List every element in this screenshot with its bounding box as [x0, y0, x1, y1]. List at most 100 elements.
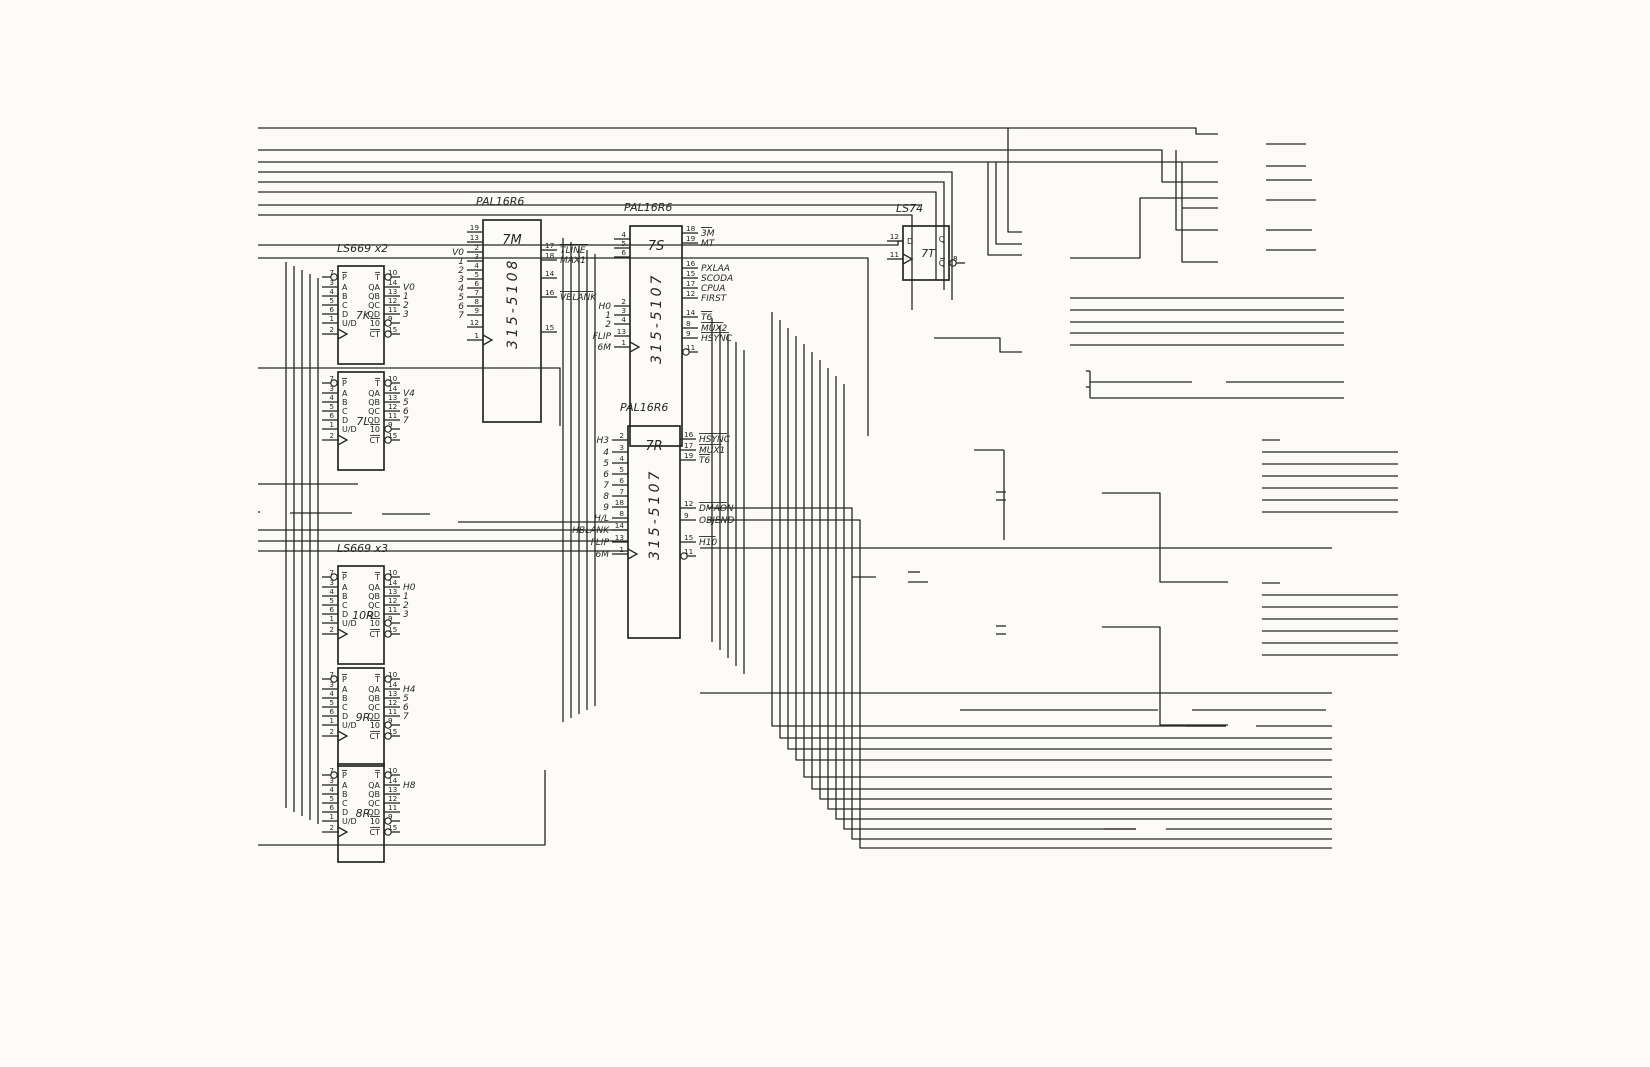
pin-number: 13: [617, 327, 627, 336]
pin-number: 15: [545, 323, 554, 332]
pin-inner: B: [342, 398, 348, 407]
pin-number: 6: [619, 476, 624, 485]
pin-net: H/L: [594, 514, 609, 524]
pin-net: SCODA: [701, 274, 733, 284]
pin-number: 4: [621, 315, 626, 324]
pin-number: 9: [474, 306, 479, 315]
chip-7L: [330, 371, 392, 471]
pin-number: 2: [621, 297, 626, 306]
pin-number: 6: [329, 605, 334, 614]
pin-inner: D: [342, 808, 348, 817]
chip-7K: [330, 265, 392, 365]
pin-number: 5: [621, 239, 626, 248]
pin-inner: P: [342, 675, 347, 684]
pin-inner: CT: [370, 828, 381, 837]
pin-number: 14: [686, 308, 696, 317]
pin-number: 1: [329, 420, 334, 429]
pin-number: 9: [388, 812, 393, 821]
pin-inner: D: [342, 712, 348, 721]
pin-net: FIRST: [701, 294, 728, 304]
pin-number: 10: [388, 374, 398, 383]
pin-number: 5: [329, 296, 334, 305]
pin-inner: A: [342, 283, 348, 292]
pin-net: CPUA: [701, 284, 725, 294]
pin-number: 1: [619, 545, 624, 554]
pin-number: 18: [615, 498, 625, 507]
pin-number: 3: [329, 278, 334, 287]
pin-inner: QD: [368, 416, 380, 425]
pin-number: 2: [329, 431, 334, 440]
chip-7T: [902, 225, 957, 281]
pin-number: 12: [470, 318, 479, 327]
pin-inner: QD: [368, 712, 380, 721]
pin-number: 6: [329, 707, 334, 716]
pin-number: 11: [388, 411, 397, 420]
pin-inner: QA: [368, 283, 380, 292]
pin-number: 10: [388, 268, 398, 277]
pin-inner: B: [342, 790, 348, 799]
pin-number: 14: [388, 776, 398, 785]
pin-net: 7: [458, 311, 464, 321]
pin-number: 11: [388, 305, 397, 314]
pin-net: 2: [458, 266, 464, 276]
wire: [1070, 197, 1218, 259]
wire: [1007, 128, 1022, 233]
pin-inner: QB: [368, 398, 380, 407]
pin-net: 8: [603, 492, 609, 502]
pin-number: 2: [329, 625, 334, 634]
wire: [708, 507, 1332, 840]
pin-net: V0: [403, 283, 415, 293]
pin-number: 11: [388, 707, 397, 716]
pin-inner: QC: [368, 799, 380, 808]
pin-number: 15: [388, 625, 397, 634]
pin-net: 5: [458, 293, 464, 303]
pin-number: 14: [388, 384, 398, 393]
pin-number: 8: [474, 297, 479, 306]
pin-net: 2: [403, 301, 409, 311]
wire: [258, 191, 937, 280]
chip-family: PAL16R6: [624, 201, 672, 214]
wire: [258, 149, 1218, 183]
pin-number: 11: [388, 605, 397, 614]
pin-inner: QB: [368, 694, 380, 703]
pin-inner: A: [342, 781, 348, 790]
wire: [258, 770, 546, 846]
pin-number: 18: [686, 224, 696, 233]
pin-inner: QC: [368, 301, 380, 310]
pin-inner: A: [342, 389, 348, 398]
wire: [258, 214, 913, 310]
pin-number: 10: [388, 670, 398, 679]
pin-number: 9: [388, 614, 393, 623]
wire: [779, 320, 1332, 739]
pin-inner: B: [342, 694, 348, 703]
wire: [1102, 492, 1228, 583]
pin-net: 5: [403, 398, 409, 408]
pin-number: 3: [329, 578, 334, 587]
pin-inner: T: [374, 273, 380, 282]
wire: [819, 360, 1332, 800]
pin-number: 6: [329, 803, 334, 812]
pin-net: MUX1: [699, 446, 725, 456]
pin-net: H8: [403, 781, 416, 791]
pin-net: 7: [403, 712, 409, 722]
pin-net: V0: [452, 248, 464, 258]
pin-inner: CT: [370, 732, 381, 741]
pin-number: 13: [388, 287, 398, 296]
pin-number: 3: [329, 384, 334, 393]
wire: [811, 352, 1332, 790]
pin-number: 16: [545, 288, 555, 297]
pin-inner: QD: [368, 808, 380, 817]
chip-7M: [482, 219, 542, 423]
pin-number: 13: [388, 393, 398, 402]
pin-number: 6: [474, 279, 479, 288]
pin-inner: U/D: [342, 721, 357, 730]
pin-number: 9: [684, 511, 689, 520]
pin-net: FLIP: [591, 538, 610, 548]
pin-net: 3: [458, 275, 464, 285]
pin-net: 1: [605, 311, 611, 321]
pin-net: V4: [403, 389, 415, 399]
pin-inner: P: [342, 573, 347, 582]
pin-number: 14: [388, 278, 398, 287]
chip-ref: 7T: [921, 247, 936, 260]
